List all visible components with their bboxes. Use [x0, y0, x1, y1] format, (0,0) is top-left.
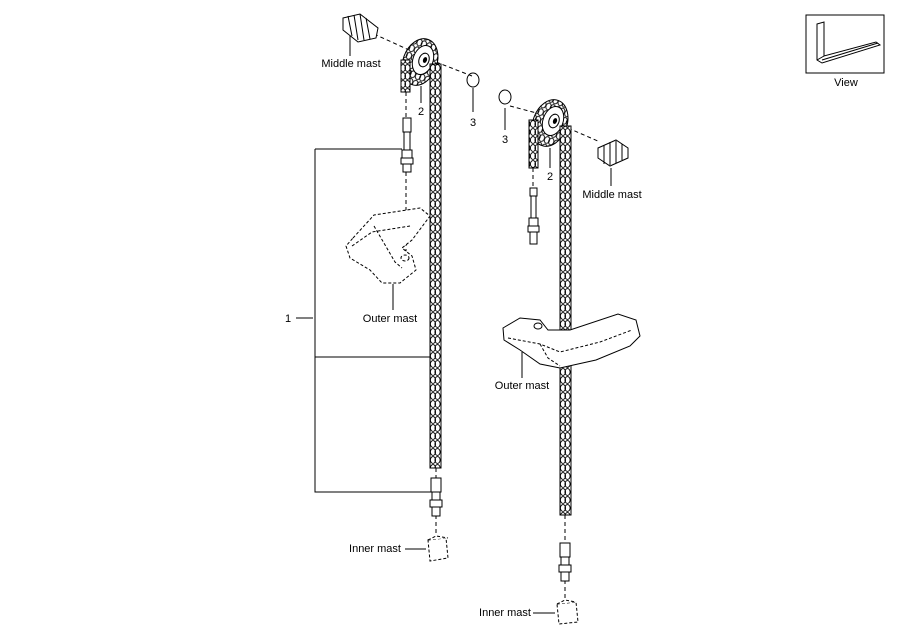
chain-right	[559, 125, 572, 516]
item-1-label: 1	[285, 313, 291, 325]
anchor-bolt-right-bottom	[558, 542, 572, 582]
item-3-label-left: 3	[470, 117, 476, 129]
snap-ring-right	[498, 89, 512, 105]
outer-mast-label-left: Outer mast	[363, 313, 417, 325]
inner-mast-block-left	[427, 535, 449, 562]
chain-left	[429, 63, 442, 469]
sprocket-left	[401, 38, 439, 86]
middle-mast-label-right: Middle mast	[582, 189, 641, 201]
inner-mast-block-right	[556, 599, 579, 625]
view-thumbnail: View	[805, 14, 885, 89]
anchor-bolt-left-top	[400, 117, 414, 173]
outer-mast-right	[502, 313, 641, 369]
anchor-bolt-right-top	[527, 187, 540, 245]
chain-left-short	[400, 59, 411, 93]
fork-view-icon	[816, 21, 882, 64]
sprocket-right	[531, 99, 569, 147]
middle-mast-fitting-left	[342, 13, 379, 43]
view-frame	[805, 14, 885, 74]
item-2-label-right: 2	[547, 171, 553, 183]
item-3-label-right: 3	[502, 134, 508, 146]
item-1-bracket	[296, 148, 432, 493]
view-label: View	[834, 77, 858, 89]
right-assembly	[498, 89, 641, 625]
middle-mast-fitting-right	[597, 139, 629, 167]
middle-mast-label-left: Middle mast	[321, 58, 380, 70]
outer-mast-left	[345, 207, 431, 284]
inner-mast-label-right: Inner mast	[479, 607, 531, 619]
left-assembly	[296, 13, 480, 562]
item-2-label-left: 2	[418, 106, 424, 118]
chain-right-short	[528, 119, 539, 169]
inner-mast-label-left: Inner mast	[349, 543, 401, 555]
outer-mast-label-right: Outer mast	[495, 380, 549, 392]
anchor-bolt-left-bottom	[429, 477, 443, 517]
snap-ring-left	[466, 72, 480, 88]
